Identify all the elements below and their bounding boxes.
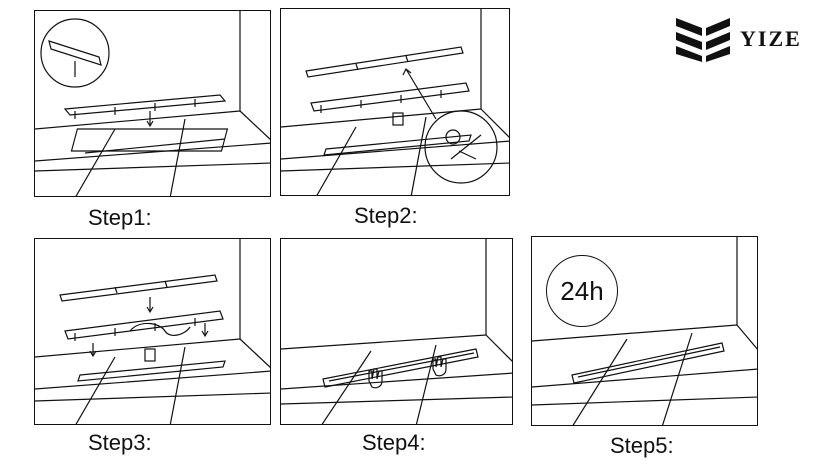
step3-caption: Step3: bbox=[88, 430, 152, 455]
step5-caption: Step5: bbox=[610, 433, 674, 458]
24h-badge: 24h bbox=[546, 255, 618, 327]
brand-name: YIZE bbox=[740, 26, 802, 51]
step4-illustration bbox=[280, 238, 513, 425]
yize-logo-icon bbox=[676, 18, 730, 62]
step2-caption: Step2: bbox=[354, 203, 418, 228]
step1-illustration bbox=[34, 10, 271, 197]
step3-illustration bbox=[34, 238, 271, 425]
step1-caption: Step1: bbox=[88, 205, 152, 230]
step2-illustration bbox=[280, 8, 510, 196]
step4-caption: Step4: bbox=[362, 430, 426, 455]
step5-illustration: 24h bbox=[531, 236, 758, 426]
brand-logo: YIZE bbox=[672, 14, 802, 64]
